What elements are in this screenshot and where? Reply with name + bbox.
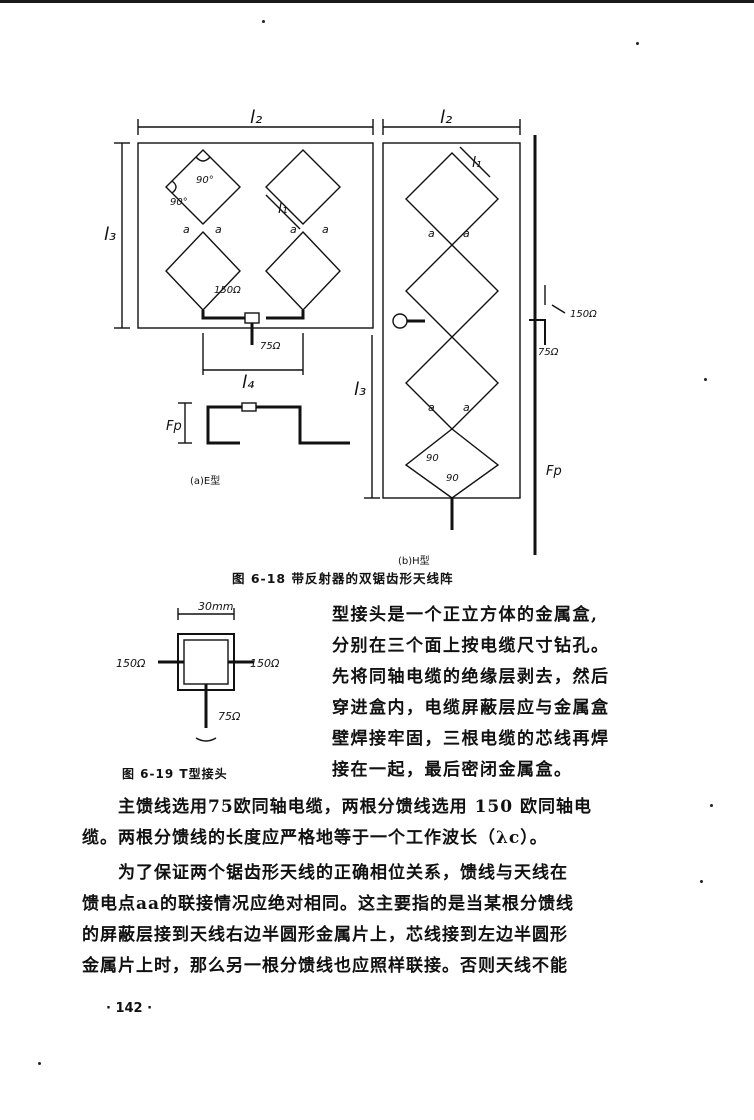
- impedance-label: 75Ω: [538, 347, 559, 358]
- paragraph-phase: 为了保证两个锯齿形天线的正确相位关系，馈线与天线在 馈电点aa的联接情况应绝对相…: [82, 858, 682, 982]
- e-left-lower-diamond: [165, 230, 241, 312]
- text-line: 为了保证两个锯齿形天线的正确相位关系，馈线与天线在: [118, 863, 568, 883]
- feed-point-a: a: [428, 401, 435, 414]
- text-line: 穿进盒内，电缆屏蔽层应与金属盒: [332, 698, 610, 718]
- angle-label: 90°: [196, 175, 214, 186]
- feed-point-a: a: [322, 223, 329, 236]
- text-line: 主馈线选用75欧同轴电缆，两根分馈线选用 150 欧同轴电: [118, 797, 592, 817]
- feed-point-a: a: [463, 401, 470, 414]
- h-diamond-2: [405, 244, 499, 338]
- figure-6-19-caption: 图 6-19 T型接头: [122, 767, 228, 781]
- panel-b-caption: (b)H型: [398, 556, 430, 567]
- panel-a-caption: (a)E型: [190, 476, 221, 487]
- scan-speck: [636, 42, 639, 45]
- e-right-lower-diamond: [265, 230, 341, 312]
- scan-speck: [700, 880, 703, 883]
- text-line: 分别在三个面上按电缆尺寸钻孔。: [332, 636, 610, 656]
- feed-point-a: a: [463, 227, 470, 240]
- dim-l1-e: l₁: [278, 201, 288, 217]
- text-line: 金属片上时，那么另一根分馈线也应照样联接。否则天线不能: [82, 956, 568, 976]
- figure-6-18-diagram: l₂ l₂ l₃ l₃ l₁ l₁ l₄ Fp Fp 90° 90° 90 90…: [104, 107, 597, 555]
- paragraph-feeder: 主馈线选用75欧同轴电缆，两根分馈线选用 150 欧同轴电 缆。两根分馈线的长度…: [82, 792, 682, 854]
- angle-label: 90: [446, 473, 459, 484]
- text-line: 接在一起，最后密闭金属盒。: [332, 760, 573, 780]
- text-line: 型接头是一个正立方体的金属盒,: [332, 605, 599, 625]
- dim-l3-h: l₃: [354, 379, 366, 400]
- page-top-edge: [0, 0, 754, 3]
- text-line: 缆。两根分馈线的长度应严格地等于一个工作波长（λc）。: [82, 828, 548, 848]
- feed-point-a: a: [183, 223, 190, 236]
- h-diamond-4: [404, 428, 500, 499]
- impedance-label: 75Ω: [260, 341, 281, 352]
- scan-speck: [38, 1062, 41, 1065]
- dim-l3-e: l₃: [104, 224, 116, 245]
- text-line: 的屏蔽层接到天线右边半圆形金属片上，芯线接到左边半圆形: [82, 925, 568, 945]
- impedance-label: 150Ω: [250, 657, 280, 670]
- dim-l2-h: l₂: [440, 107, 452, 128]
- page-number: · 142 ·: [106, 1001, 153, 1016]
- e-type-reflector: [137, 142, 374, 329]
- dim-fp-h: Fp: [546, 464, 562, 479]
- feed-point-a: a: [428, 227, 435, 240]
- impedance-label: 150Ω: [570, 309, 597, 320]
- dim-fp-e: Fp: [166, 419, 182, 434]
- h-diamond-3: [405, 336, 499, 430]
- text-line: 壁焊接牢固，三根电缆的芯线再焊: [332, 729, 610, 749]
- scan-speck: [704, 378, 707, 381]
- e-left-upper-diamond: [165, 149, 241, 225]
- impedance-label: 75Ω: [218, 710, 241, 723]
- impedance-label: 150Ω: [214, 285, 241, 296]
- scan-speck: [262, 20, 265, 23]
- angle-label: 90: [426, 453, 439, 464]
- figure-6-18-caption: 图 6-18 带反射器的双锯齿形天线阵: [232, 571, 454, 586]
- text-line: 馈电点aa的联接情况应绝对相同。这主要指的是当某根分馈线: [82, 894, 575, 914]
- e-right-upper-diamond: [265, 149, 341, 225]
- angle-label: 90°: [170, 197, 188, 208]
- figure-6-19-diagram: 30mm 150Ω 150Ω 75Ω: [116, 600, 280, 742]
- text-line: 先将同轴电缆的绝缘层剥去，然后: [332, 667, 610, 687]
- side-paragraph: 型接头是一个正立方体的金属盒, 分别在三个面上按电缆尺寸钻孔。 先将同轴电缆的绝…: [332, 600, 662, 786]
- t-junction-box: [177, 633, 235, 691]
- h-diamond-1: [405, 152, 499, 246]
- feed-point-a: a: [215, 223, 222, 236]
- dim-l4: l₄: [242, 372, 255, 393]
- dim-l2-e: l₂: [250, 107, 262, 128]
- dim-l1-h: l₁: [472, 155, 482, 171]
- feed-point-a: a: [290, 223, 297, 236]
- dimension-label: 30mm: [198, 600, 233, 613]
- scan-speck: [710, 804, 713, 807]
- impedance-label: 150Ω: [116, 657, 146, 670]
